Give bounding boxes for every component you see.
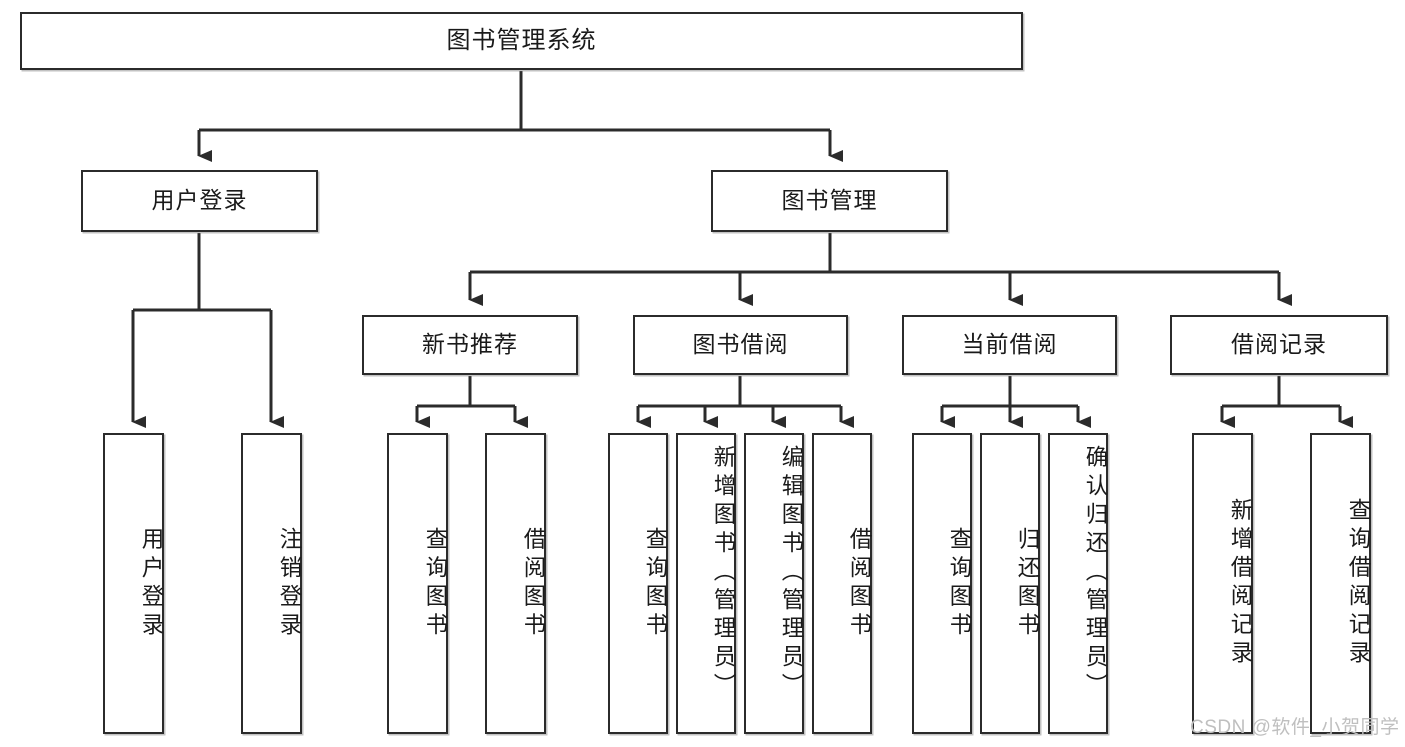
node-borrow-record[interactable]: 借阅记录 [1170, 315, 1388, 375]
leaf-current-return-book[interactable]: 归还图书 [980, 433, 1040, 734]
node-root-system[interactable]: 图书管理系统 [20, 12, 1023, 70]
leaf-borrow-query-book[interactable]: 查询图书 [608, 433, 668, 734]
leaf-record-add-record[interactable]: 新增借阅记录 [1192, 433, 1253, 734]
node-new-book-recommend[interactable]: 新书推荐 [362, 315, 578, 375]
leaf-current-confirm-return-admin[interactable]: 确认归还（管理员） [1048, 433, 1108, 734]
leaf-user-login-login[interactable]: 用户登录 [103, 433, 164, 734]
leaf-current-query-book[interactable]: 查询图书 [912, 433, 972, 734]
leaf-borrow-borrow-book[interactable]: 借阅图书 [812, 433, 872, 734]
leaf-borrow-edit-book-admin[interactable]: 编辑图书（管理员） [744, 433, 804, 734]
node-book-management[interactable]: 图书管理 [711, 170, 948, 232]
node-user-login[interactable]: 用户登录 [81, 170, 318, 232]
csdn-watermark: CSDN @软件_小贺同学 [1190, 717, 1400, 738]
node-book-borrow[interactable]: 图书借阅 [633, 315, 848, 375]
leaf-borrow-add-book-admin[interactable]: 新增图书（管理员） [676, 433, 736, 734]
leaf-recommend-borrow-book[interactable]: 借阅图书 [485, 433, 546, 734]
leaf-user-login-logout[interactable]: 注销登录 [241, 433, 302, 734]
leaf-record-query-record[interactable]: 查询借阅记录 [1310, 433, 1371, 734]
node-current-borrow[interactable]: 当前借阅 [902, 315, 1117, 375]
leaf-recommend-query-book[interactable]: 查询图书 [387, 433, 448, 734]
